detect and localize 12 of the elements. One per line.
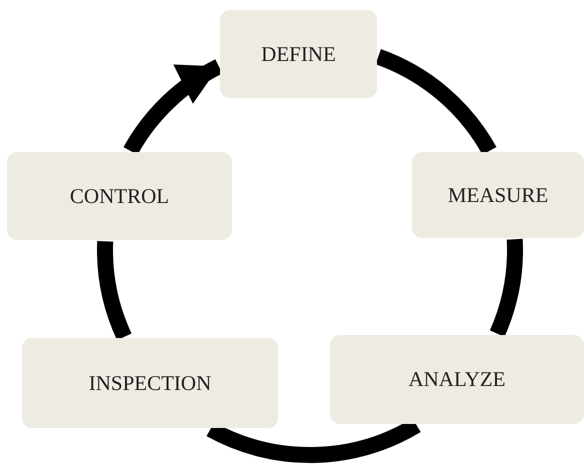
- step-box: [7, 152, 232, 240]
- step-label: DEFINE: [261, 42, 336, 66]
- step-box: [330, 335, 584, 424]
- step-label: ANALYZE: [408, 367, 506, 392]
- step-label: MEASURE: [448, 182, 548, 208]
- cycle-arc: [97, 241, 132, 340]
- step-label: INSPECTION: [88, 370, 212, 396]
- step-box: [22, 338, 278, 428]
- step-box: [220, 10, 377, 98]
- step-box: [412, 152, 584, 238]
- cycle-arc: [490, 239, 523, 336]
- step-label: CONTROL: [70, 184, 170, 208]
